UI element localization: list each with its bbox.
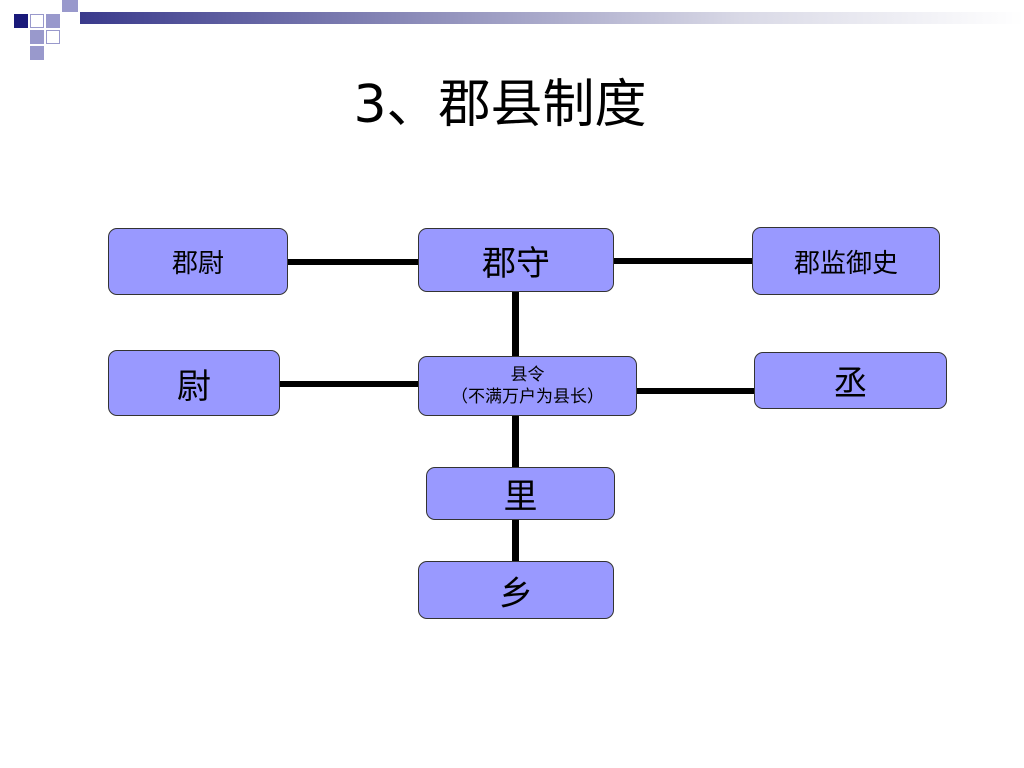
connector-li-xiang [512,519,519,562]
header-gradient-bar [80,12,1024,24]
node-jianyushi: 郡监御史 [752,227,940,295]
node-junshou-label: 郡守 [482,243,550,284]
decor-square [46,30,60,44]
slide-title: 3、郡县制度 [353,75,647,135]
connector-junshou-xianling [512,291,519,357]
decor-square [14,14,28,28]
node-xianling-note: （不满万户为县长） [451,387,604,407]
connector-wei-xianling [279,381,419,387]
slide-header-decoration [0,0,1024,62]
node-cheng: 丞 [754,352,947,409]
decor-square [62,0,78,12]
node-xiang: 乡 [418,561,614,619]
node-xianling: 县令 （不满万户为县长） [418,356,637,416]
node-junwei-label: 郡尉 [171,249,224,279]
node-junwei: 郡尉 [108,228,288,295]
node-jianyushi-label: 郡监御史 [793,248,898,279]
connector-xianling-cheng [636,388,755,394]
connector-junwei-junshou [287,259,419,265]
node-cheng-label: 丞 [833,364,868,404]
decor-square [30,30,44,44]
node-wei-label: 尉 [177,366,211,407]
node-junshou: 郡守 [418,228,614,292]
connector-xianling-li [512,414,519,468]
connector-junshou-jianyushi [613,258,753,264]
decor-square [30,46,44,60]
decor-square [30,14,44,28]
node-xiang-label: 乡 [499,573,533,614]
decor-square [46,14,60,28]
node-li: 里 [426,467,615,520]
node-li-label: 里 [503,477,538,517]
node-xianling-label: 县令 [510,365,545,385]
node-wei: 尉 [108,350,280,416]
